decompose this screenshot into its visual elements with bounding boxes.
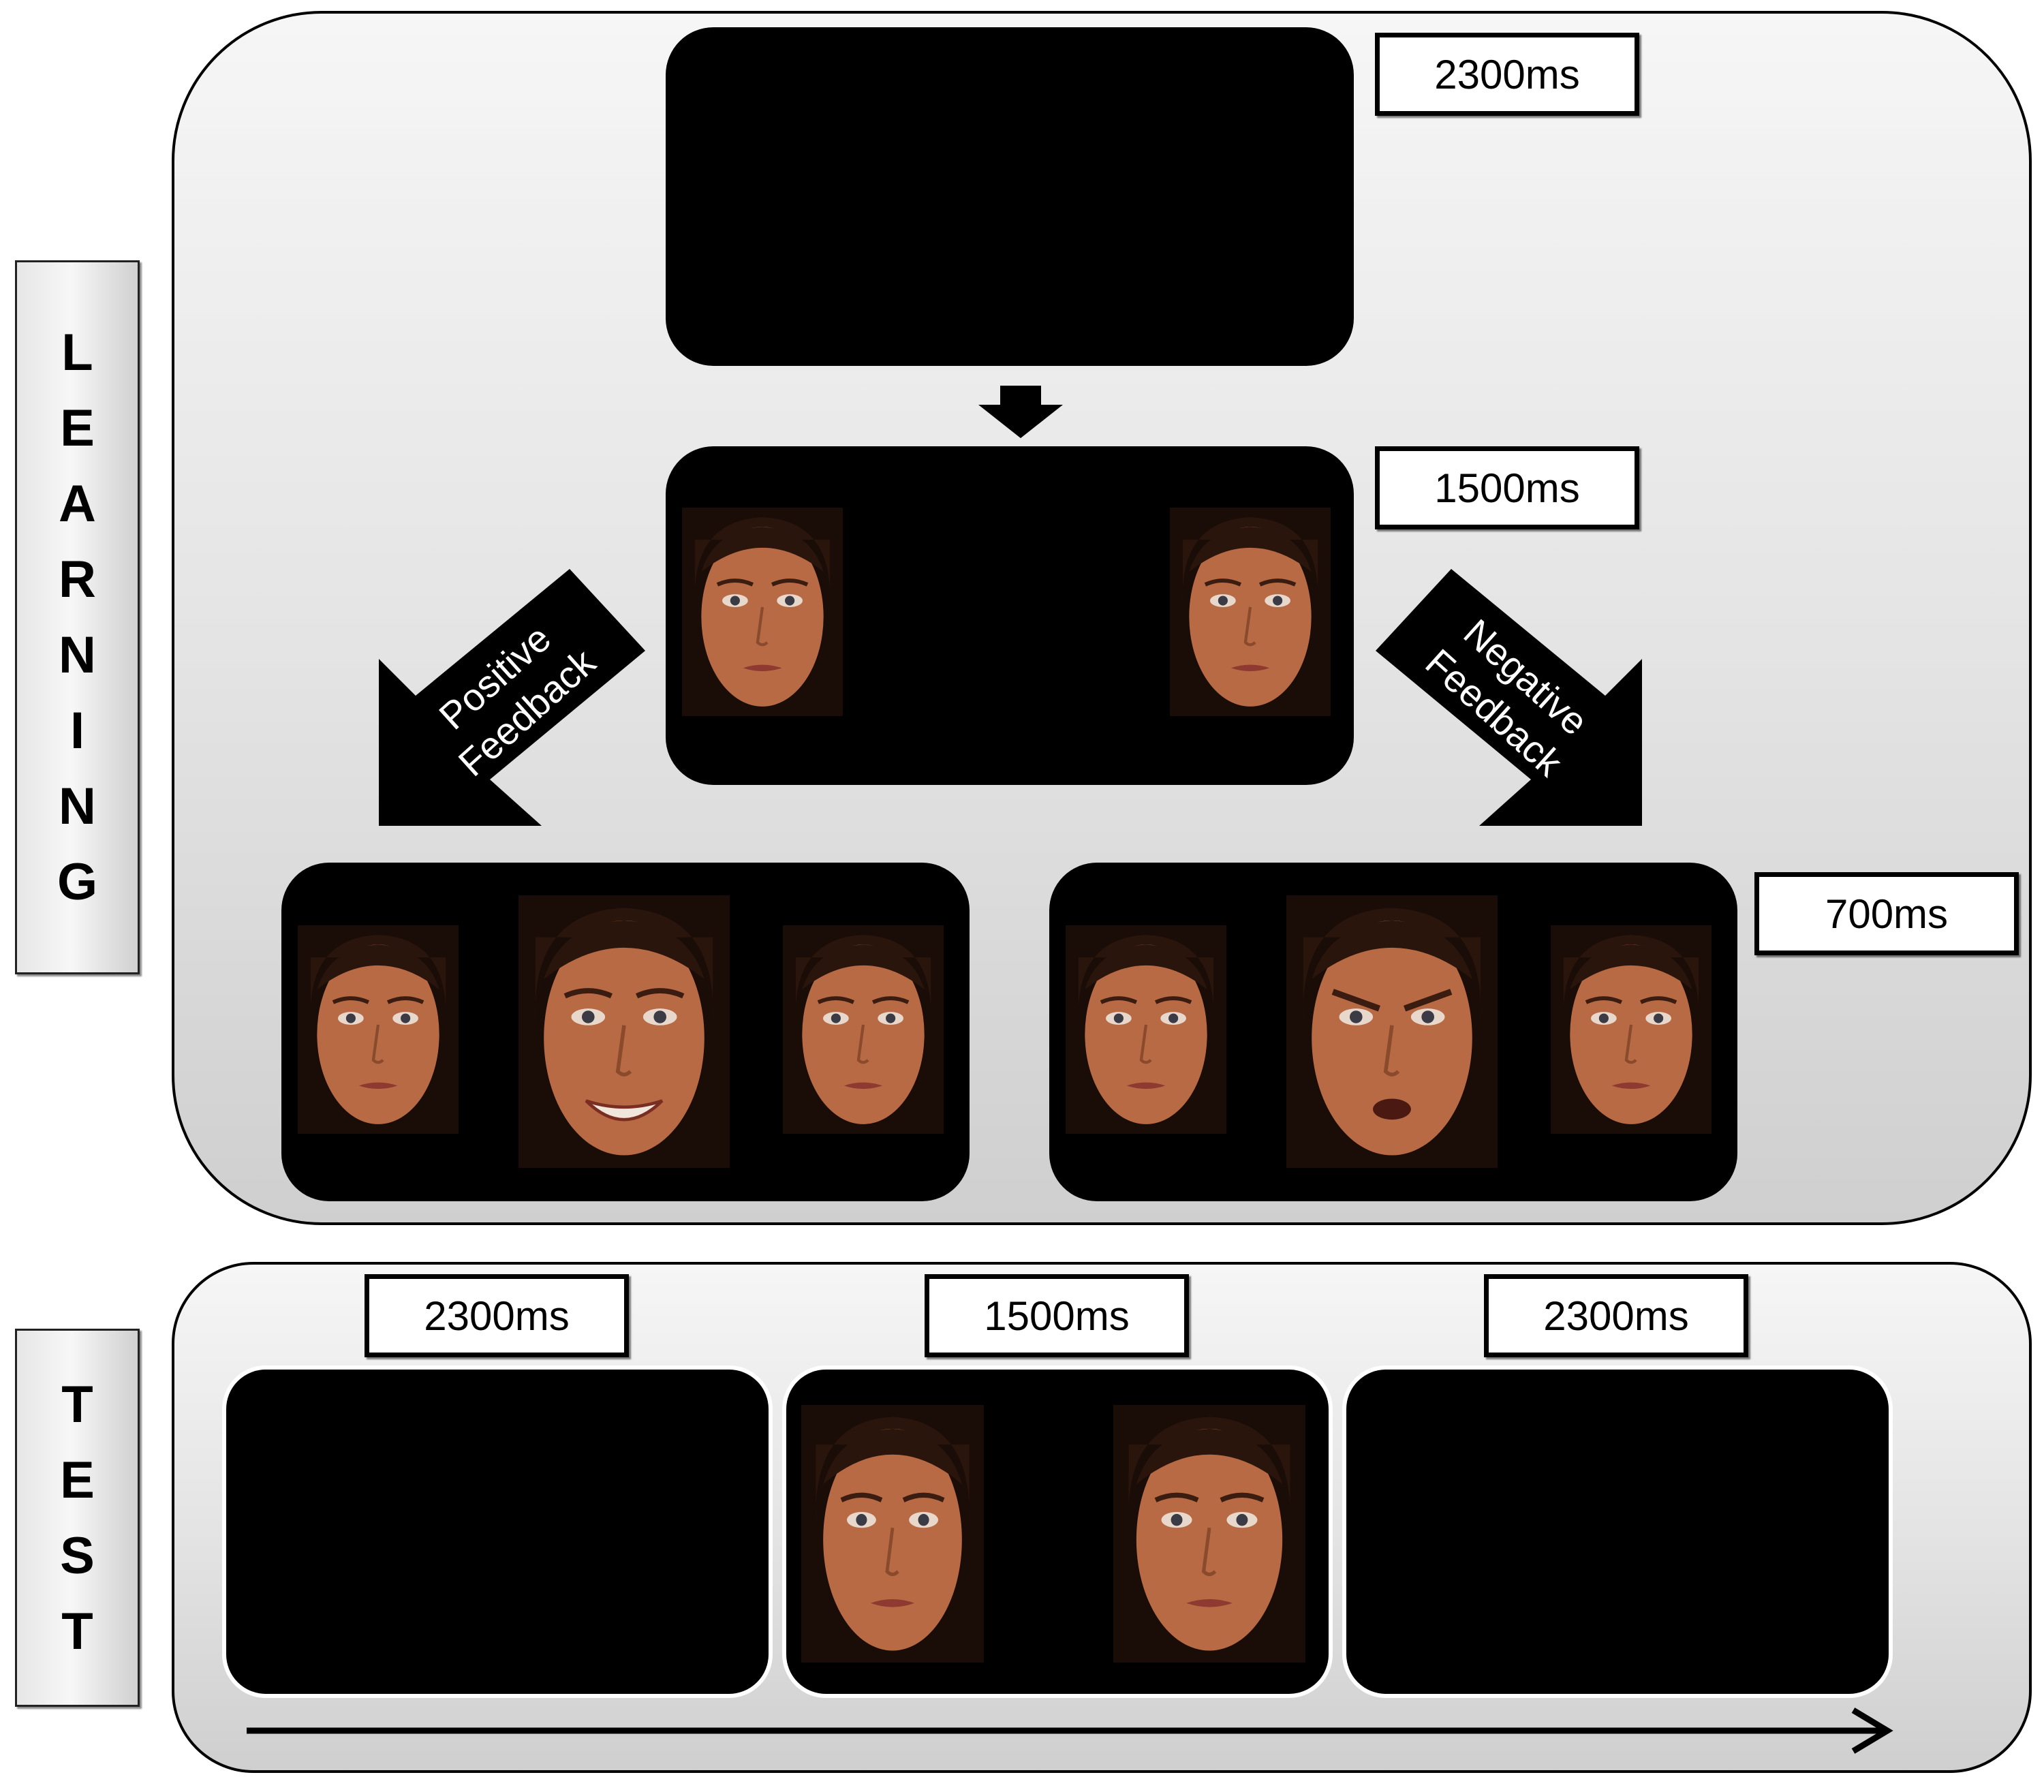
test-time-box-2: 1500ms [925,1274,1189,1357]
face-left-neutral [682,508,843,716]
learning-letter: E [60,399,95,457]
learning-letter: N [59,777,96,835]
test-letter: T [61,1602,93,1660]
learning-letter: I [69,702,85,760]
face-right-neutral [783,925,944,1134]
test-fixation-screen-2 [1342,1365,1893,1698]
stimulus-time-box: 1500ms [1375,446,1639,529]
face-center-happy [518,895,730,1168]
timeline-arrowhead-icon [1851,1708,1893,1754]
test-time-box-1: 2300ms [365,1274,629,1357]
learning-letter: N [59,626,96,684]
feedback-time-box: 700ms [1754,872,2019,955]
fixation-screen [666,27,1354,366]
positive-feedback-screen [281,863,970,1201]
learning-label: L E A R N I N G [15,260,140,974]
positive-feedback-arrow-icon [379,569,645,826]
test-letter: E [60,1451,95,1509]
negative-feedback-arrow-icon [1376,569,1642,826]
stimulus-screen [666,446,1354,785]
learning-letter: R [59,551,96,608]
learning-letter: L [61,324,93,382]
face-left-novel [801,1405,984,1663]
face-right-neutral [1113,1405,1305,1663]
test-label: T E S T [15,1329,140,1707]
face-right-neutral [1551,925,1712,1134]
face-left-neutral [298,925,459,1134]
test-stimulus-screen [782,1365,1333,1698]
learning-letter: G [57,853,98,911]
down-arrow-icon [978,386,1063,438]
fixation-time-box: 2300ms [1375,33,1639,116]
learning-letter: A [59,475,96,533]
test-fixation-screen-1 [222,1365,773,1698]
face-left-neutral [1066,925,1226,1134]
negative-feedback-screen [1049,863,1737,1201]
test-letter: S [60,1526,95,1585]
face-right-neutral [1170,508,1331,716]
test-letter: T [61,1375,93,1434]
face-center-angry [1286,895,1498,1168]
test-time-box-3: 2300ms [1484,1274,1748,1357]
